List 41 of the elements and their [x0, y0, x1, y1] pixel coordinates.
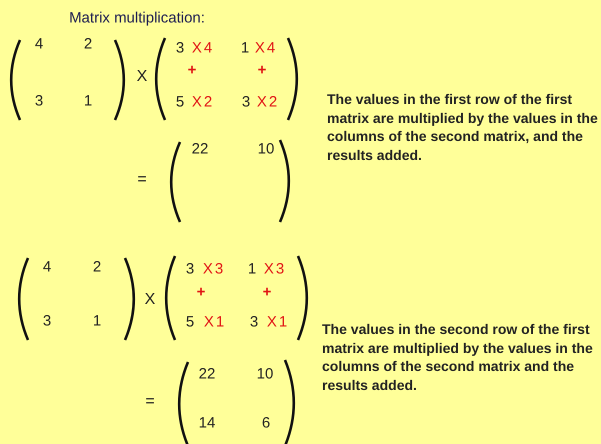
matrix-entry: 3	[186, 260, 194, 278]
matrix-entry: 1	[92, 312, 102, 330]
matrix-entry: 14	[198, 414, 216, 432]
multiplier: X3	[264, 260, 286, 278]
matrix-entry: 2	[92, 258, 102, 276]
plus-sign: +	[196, 284, 206, 300]
matrix-entry: 1	[240, 40, 250, 56]
title: Matrix multiplication:	[69, 10, 205, 26]
matrix-entry: 10	[256, 366, 274, 382]
explanation-text: The values in the second row of the first matrix are multiplied by the values in the columns of the second matrix and the results added.	[322, 320, 594, 394]
multiplier: X3	[202, 260, 226, 278]
matrix-entry: 5	[176, 94, 184, 110]
matrix-entry: 3	[242, 94, 250, 110]
matrix-entry: 4	[34, 36, 44, 52]
matrix-entry: 3	[34, 92, 44, 110]
matrix-entry: 22	[192, 140, 208, 158]
matrix-entry: 3	[250, 314, 258, 330]
matrix-entry: 10	[258, 140, 274, 158]
multiplier: X1	[266, 314, 290, 330]
plus-sign: +	[188, 62, 196, 78]
matrix-entry: 22	[198, 366, 216, 382]
matrix-entry: 4	[42, 258, 52, 276]
multiplier: X4	[254, 40, 278, 56]
multiplier: X1	[204, 314, 226, 330]
matrix-entry: 1	[248, 260, 256, 278]
matrix-entry: 2	[84, 36, 92, 52]
plus-sign: +	[262, 284, 272, 300]
explanation-text: The values in the first row of the first matrix are multiplied by the values in the columns of the second matrix, and the results added.	[327, 90, 599, 164]
operator: X	[144, 291, 156, 309]
matrix-entry: 6	[262, 414, 270, 432]
multiplier: X2	[256, 94, 280, 110]
matrix-entry: 3	[42, 312, 52, 330]
matrix-entry: 1	[84, 92, 92, 110]
multiplier: X2	[192, 94, 214, 110]
operator: =	[145, 393, 155, 411]
multiplier: X4	[192, 40, 214, 56]
plus-sign: +	[258, 62, 266, 78]
operator: =	[137, 171, 147, 189]
operator: X	[136, 68, 148, 86]
matrix-entry: 3	[176, 40, 184, 56]
matrix-entry: 5	[186, 314, 194, 330]
